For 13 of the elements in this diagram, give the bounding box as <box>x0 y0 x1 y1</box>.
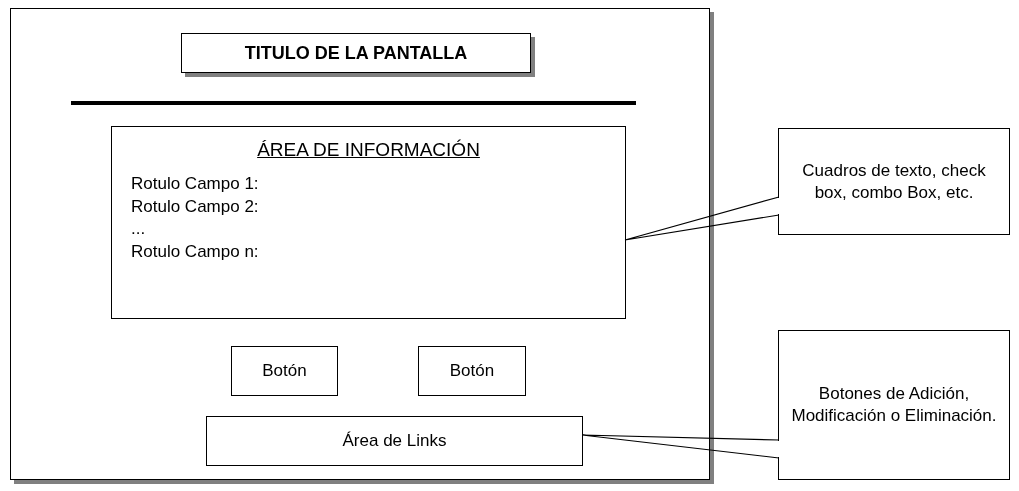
button: Botón <box>418 346 526 396</box>
field-label: Rotulo Campo n: <box>131 240 259 263</box>
field-label: Rotulo Campo 2: <box>131 195 259 218</box>
links-area: Área de Links <box>206 416 583 466</box>
field-label: ... <box>131 218 146 240</box>
callout-pointer <box>624 196 780 241</box>
field-label: Rotulo Campo 1: <box>131 173 259 195</box>
callout-box: Cuadros de texto, check box, combo Box, etc. <box>778 128 1010 235</box>
information-area <box>111 126 626 319</box>
callout-pointer <box>581 434 780 459</box>
button: Botón <box>231 346 338 396</box>
callout-box: Botones de Adición, Modificación o Eliminación. <box>778 330 1010 480</box>
section-heading: ÁREA DE INFORMACIÓN <box>256 139 481 161</box>
